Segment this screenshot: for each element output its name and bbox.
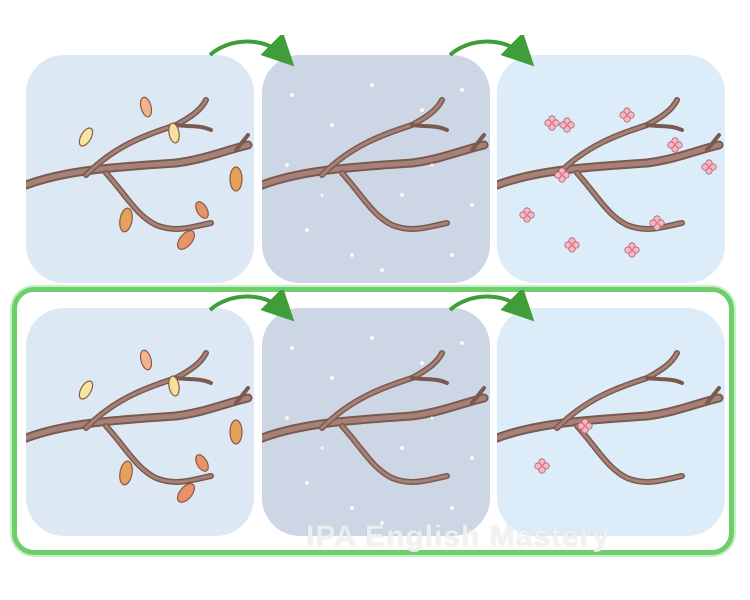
autumn-branch-illustration	[26, 348, 254, 506]
panel-winter-top	[262, 55, 490, 283]
watermark-text: IPA English Mastery	[306, 520, 611, 553]
panel-spring-bottom	[497, 308, 725, 536]
arrow-icon	[448, 35, 535, 67]
spring-branch-illustration	[497, 55, 725, 258]
panel-autumn-bottom	[26, 308, 254, 536]
arrow-icon	[208, 290, 295, 322]
panel-autumn-top	[26, 55, 254, 283]
panel-winter-bottom	[262, 308, 490, 536]
arrow-icon	[448, 290, 535, 322]
winter-branch-illustration	[262, 336, 490, 525]
winter-branch-illustration	[262, 83, 490, 272]
panel-spring-top	[497, 55, 725, 283]
arrow-icon	[208, 35, 295, 67]
highlight-frame	[12, 287, 734, 555]
blossoms	[519, 107, 717, 258]
spring-branch-illustration	[497, 308, 725, 536]
autumn-branch-illustration	[26, 95, 254, 253]
